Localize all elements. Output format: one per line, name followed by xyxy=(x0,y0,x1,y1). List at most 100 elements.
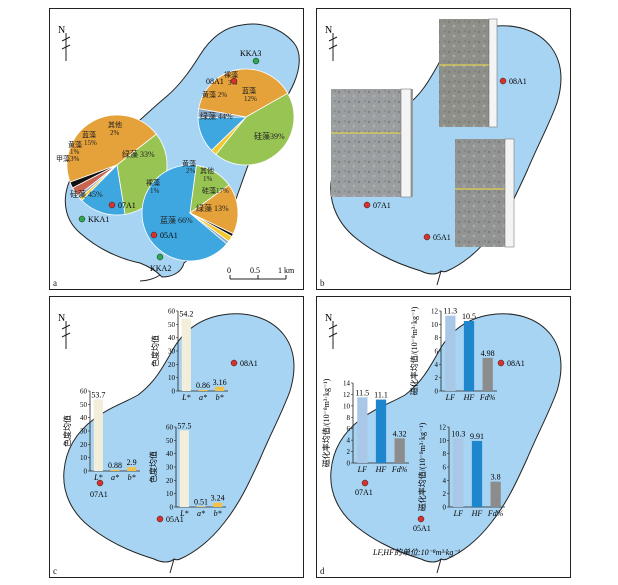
y-tick-label: 60 xyxy=(166,424,174,432)
bar-fd xyxy=(482,357,493,391)
lake-inlet xyxy=(436,558,442,574)
y-tick-label: 2 xyxy=(443,490,447,498)
pie-bottom-euglena-label: 裸藻 xyxy=(146,178,160,187)
pie-slice-1 xyxy=(215,92,295,166)
y-tick-label: 4 xyxy=(435,361,439,369)
y-tick-label: 4 xyxy=(443,477,447,485)
y-tick-label: 8 xyxy=(347,414,351,422)
site-kka3-label: KKA3 xyxy=(240,49,261,58)
scale-bar: 0 0.5 1 km xyxy=(227,266,295,280)
north-arrow-icon xyxy=(61,33,71,61)
core-photo-07a1 xyxy=(331,88,413,198)
svg-text:1 km: 1 km xyxy=(278,266,295,275)
bar-value-label: 11.1 xyxy=(374,391,388,400)
pie-bottom xyxy=(141,164,239,262)
pie-bottom-diatom-label: 硅藻17% xyxy=(202,186,229,195)
bar-hf xyxy=(463,321,475,391)
y-tick-label: 10 xyxy=(439,437,447,445)
bar-fd xyxy=(490,481,501,507)
y-axis-title: 色度均值 xyxy=(150,335,160,367)
pie-slice-5 xyxy=(189,212,230,245)
y-tick-label: 20 xyxy=(166,477,174,485)
north-label: N xyxy=(58,25,65,36)
y-tick-label: 0 xyxy=(172,388,176,396)
y-tick-label: 60 xyxy=(80,388,88,396)
site-07a1-label: 07A1 xyxy=(118,201,136,210)
x-tick-label: Fd% xyxy=(487,509,504,518)
y-axis-title: 磁化率均值/(10⁻⁸m³·kg⁻¹) xyxy=(321,378,331,467)
y-axis-title: 磁化率均值/(10⁻⁸m³·kg⁻¹) xyxy=(409,306,419,395)
y-tick-label: 14 xyxy=(343,380,351,388)
y-tick-label: 30 xyxy=(168,348,176,356)
site-08a1-marker xyxy=(230,77,238,85)
site-07a1-marker xyxy=(108,201,116,209)
site-05a1-label: 05A1 xyxy=(433,233,451,242)
bar-hf xyxy=(375,399,387,463)
site-08a1-label: 08A1 xyxy=(509,77,527,86)
y-tick-label: 8 xyxy=(435,334,439,342)
bar-value-label: 4.98 xyxy=(481,349,495,358)
x-tick-label: L* xyxy=(93,473,102,482)
x-tick-label: LF xyxy=(453,509,463,518)
panel-c-label: c xyxy=(53,566,57,576)
y-tick-label: 60 xyxy=(168,308,176,316)
bar-b xyxy=(127,467,137,471)
y-tick-label: 2 xyxy=(435,374,439,382)
x-tick-label: b* xyxy=(128,473,136,482)
bar-value-label: 3.8 xyxy=(491,473,501,482)
x-tick-label: HF xyxy=(375,465,387,474)
mag-chart-07a1: 0246810121411.5LF11.1HF4.32Fd%磁化率均值/(10⁻… xyxy=(321,378,409,474)
site-kka1-marker xyxy=(78,215,86,223)
bar-value-label: 11.5 xyxy=(355,388,369,397)
lake-outline xyxy=(330,313,562,563)
pie-bottom-yellow-label: 黄藻 xyxy=(182,159,196,168)
y-tick-label: 30 xyxy=(166,464,174,472)
bar-a xyxy=(110,469,120,471)
y-tick-label: 10 xyxy=(431,321,439,329)
pie-slice-2 xyxy=(189,184,239,235)
bar-value-label: 4.32 xyxy=(393,429,407,438)
site-kka1-label: KKA1 xyxy=(88,215,109,224)
pie-bottom-blue-label: 蓝藻 66% xyxy=(160,215,193,225)
pie-slice-0 xyxy=(141,164,228,262)
x-tick-label: LF xyxy=(445,393,455,402)
site-05a1-marker xyxy=(417,515,425,523)
y-tick-label: 0 xyxy=(435,388,439,396)
site-07a1-label: 07A1 xyxy=(373,201,391,210)
site-08a1-marker xyxy=(499,77,507,85)
bar-value-label: 3.16 xyxy=(213,378,227,387)
y-tick-label: 20 xyxy=(80,441,88,449)
site-05a1-label: 05A1 xyxy=(166,515,184,524)
bar-hf xyxy=(471,440,483,507)
svg-text:0: 0 xyxy=(227,266,231,275)
y-tick-label: 12 xyxy=(431,308,439,316)
pie-top-diatom-label: 硅藻39% xyxy=(254,131,285,141)
x-tick-label: Fd% xyxy=(479,393,496,402)
svg-text:15%: 15% xyxy=(84,139,97,147)
panel-a-label: a xyxy=(53,278,57,288)
y-tick-label: 0 xyxy=(84,468,88,476)
y-tick-label: 0 xyxy=(170,504,174,512)
y-axis-title: 色度均值 xyxy=(62,415,72,447)
site-kka2-marker xyxy=(156,253,164,261)
site-08a1-label: 08A1 xyxy=(240,359,258,368)
bar-value-label: 10.3 xyxy=(451,429,465,438)
bar-value-label: 0.88 xyxy=(108,461,122,470)
panel-d-label: d xyxy=(320,566,325,576)
y-tick-label: 6 xyxy=(435,348,439,356)
unit-note: LF,HF的单位:10⁻⁸m³·kg⁻¹ xyxy=(372,548,461,557)
y-tick-label: 0 xyxy=(347,460,351,468)
site-07a1-marker xyxy=(96,479,104,487)
pie-left-blue-label: 蓝藻 xyxy=(82,130,96,139)
pie-left-green-label: 绿藻 33% xyxy=(122,149,155,159)
bar-a xyxy=(198,389,208,391)
pie-bottom-green-label: 绿藻 13% xyxy=(196,203,229,213)
panel-a-svg: N 0 0.5 1 km 硅藻 45% 绿藻 33% 蓝藻 15% 其他 2% … xyxy=(56,23,300,282)
pie-top-blue-label: 蓝藻 xyxy=(242,86,256,95)
